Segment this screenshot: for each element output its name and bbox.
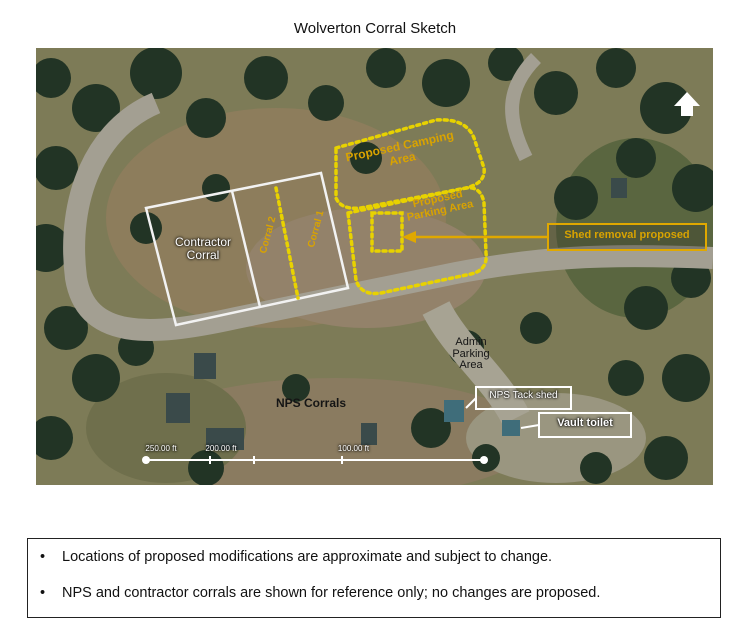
contractor-corral-label-line1: Contractor [174, 235, 232, 249]
corral-split-line [274, 186, 300, 300]
notes-box: • Locations of proposed modifications are… [27, 538, 721, 618]
proposed-parking-boundary [346, 186, 488, 296]
vault-toilet-label: Vault toilet [557, 417, 613, 429]
note-text: Locations of proposed modifications are … [62, 549, 553, 565]
nps-corrals-label: NPS Corrals [275, 396, 347, 410]
scale-bar [142, 456, 488, 464]
aerial-imagery [36, 48, 713, 485]
proposed-camping-boundary [334, 118, 486, 211]
admin-parking-label-line1: Admin [455, 336, 487, 348]
scale-label-100: 100.00 ft [337, 444, 370, 453]
nps-tack-shed-label: NPS Tack shed [489, 390, 558, 401]
note-item: • Locations of proposed modifications are… [40, 549, 552, 565]
note-text: NPS and contractor corrals are shown for… [62, 585, 601, 601]
admin-parking-label-line3: Area [459, 359, 483, 372]
admin-parking-label-line2: Parking [452, 347, 490, 360]
scale-label-200: 200.00 ft [205, 444, 237, 453]
contractor-corral-label: Contractor Corral [158, 236, 248, 261]
note-item: • NPS and contractor corrals are shown fo… [40, 585, 600, 601]
scale-label-250: 250.00 ft [145, 444, 177, 453]
corral-divider-line [230, 190, 262, 308]
aerial-map[interactable]: Contractor Corral Corral 2 Corral 1 Prop… [36, 48, 713, 485]
shed-removal-label: Shed removal proposed [564, 229, 690, 241]
contractor-corral-label-line2: Corral [186, 247, 220, 262]
admin-parking-area-label: Admin Parking Area [436, 336, 506, 372]
map-title: Wolverton Corral Sketch [293, 20, 457, 37]
bullet-icon: • [40, 549, 46, 565]
contractor-corral-outline [144, 171, 350, 327]
shed-location-marker [370, 211, 404, 253]
shed-removal-arrow [402, 231, 548, 243]
shed-removal-callout-box [547, 223, 707, 251]
bullet-icon: • [40, 585, 46, 601]
north-arrow-icon [674, 92, 700, 116]
